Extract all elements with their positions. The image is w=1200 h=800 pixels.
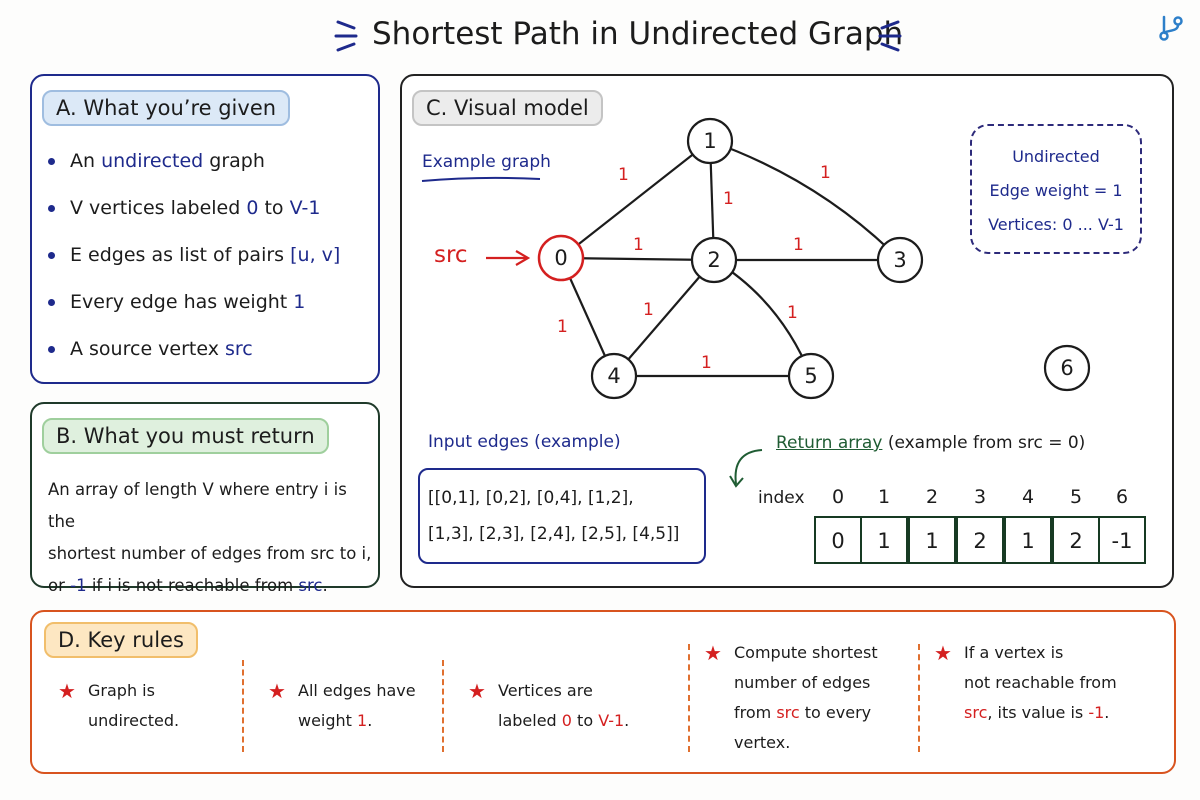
src-label: src xyxy=(434,242,468,268)
index-row: 0 1 2 3 4 5 6 xyxy=(814,486,1150,510)
rule-vertices: ★ Vertices are labeled 0 to V-1. xyxy=(468,676,678,738)
weight-0-1: 1 xyxy=(618,165,629,185)
section-c-heading: C. Visual model xyxy=(412,90,603,126)
node-6: 6 xyxy=(1043,344,1091,392)
index-cell: 0 xyxy=(831,486,845,508)
info-vertices: Vertices: 0 ... V-1 xyxy=(988,215,1124,234)
weight-2-3: 1 xyxy=(793,235,804,255)
graph-nodes: 0 1 2 3 4 5 6 xyxy=(537,117,1091,400)
bullet-dot-icon xyxy=(48,205,55,212)
given-item: An undirected graph xyxy=(48,146,340,193)
rule-separator xyxy=(242,660,244,752)
rule-unreachable: ★ If a vertex is not reachable from src,… xyxy=(934,638,1170,732)
star-icon: ★ xyxy=(468,679,486,703)
title-decoration-left xyxy=(334,20,358,52)
node-2: 2 xyxy=(690,236,738,284)
given-list: An undirected graph V vertices labeled 0… xyxy=(48,146,340,381)
example-graph-underline xyxy=(421,176,541,182)
index-cell: 3 xyxy=(973,486,987,508)
index-cell: 6 xyxy=(1115,486,1129,508)
bullet-dot-icon xyxy=(48,299,55,306)
weight-0-2: 1 xyxy=(633,235,644,255)
bullet-dot-icon xyxy=(48,252,55,259)
info-box xyxy=(970,124,1142,254)
bullet-dot-icon xyxy=(48,346,55,353)
array-cell: 1 xyxy=(908,516,956,564)
rule-undirected: ★ Graph is undirected. xyxy=(58,676,228,738)
index-cell: 5 xyxy=(1069,486,1083,508)
node-1: 1 xyxy=(686,117,734,165)
given-item: E edges as list of pairs [u, v] xyxy=(48,240,340,287)
section-d-panel xyxy=(30,610,1176,774)
node-0: 0 xyxy=(537,234,585,282)
input-edges-label: Input edges (example) xyxy=(428,432,621,452)
section-a-heading: A. What you’re given xyxy=(42,90,291,126)
git-branch-icon xyxy=(1159,15,1183,41)
section-d-heading: D. Key rules xyxy=(44,622,198,658)
index-cell: 1 xyxy=(877,486,891,508)
weight-2-5: 1 xyxy=(787,303,798,323)
svg-text:5: 5 xyxy=(804,364,817,388)
info-edge-weight: Edge weight = 1 xyxy=(989,181,1123,200)
rule-separator xyxy=(688,644,690,752)
example-graph-label: Example graph xyxy=(422,152,551,172)
info-text: Undirected Edge weight = 1 Vertices: 0 .… xyxy=(970,140,1142,242)
star-icon: ★ xyxy=(704,641,722,665)
edge-0-1 xyxy=(560,140,711,259)
array-cell: 2 xyxy=(1052,516,1100,564)
index-cell: 2 xyxy=(925,486,939,508)
array-cell: 1 xyxy=(1004,516,1052,564)
weight-2-4: 1 xyxy=(643,300,654,320)
rule-compute: ★ Compute shortest number of edges from … xyxy=(704,638,914,762)
rule-separator xyxy=(442,660,444,752)
edge-weights: 1 1 1 1 1 1 1 1 1 xyxy=(557,163,831,373)
weight-1-3: 1 xyxy=(820,163,831,183)
input-edges-box xyxy=(418,468,706,564)
info-undirected: Undirected xyxy=(1012,147,1100,166)
weight-1-2: 1 xyxy=(723,189,734,209)
weight-4-5: 1 xyxy=(701,353,712,373)
src-arrow xyxy=(486,250,531,266)
svg-text:0: 0 xyxy=(554,246,567,270)
array-cell: -1 xyxy=(1098,516,1146,564)
bullet-dot-icon xyxy=(48,158,55,165)
page-title: Shortest Path in Undirected Graph xyxy=(372,16,904,52)
weight-0-4: 1 xyxy=(557,317,568,337)
svg-text:3: 3 xyxy=(893,248,906,272)
section-b-heading: B. What you must return xyxy=(42,418,329,454)
example-graph: 1 1 1 1 1 1 1 1 1 0 1 2 3 4 5 6 xyxy=(486,117,1091,400)
array-cell: 1 xyxy=(860,516,908,564)
return-array-label: Return array (example from src = 0) xyxy=(776,433,1086,453)
array-cell: 0 xyxy=(814,516,862,564)
input-edges-text: [[0,1], [0,2], [0,4], [1,2], [1,3], [2,3… xyxy=(428,488,680,544)
svg-text:6: 6 xyxy=(1060,356,1073,380)
node-5: 5 xyxy=(787,352,835,400)
star-icon: ★ xyxy=(58,679,76,703)
svg-text:1: 1 xyxy=(703,129,716,153)
index-label: index xyxy=(758,488,805,508)
given-item: V vertices labeled 0 to V-1 xyxy=(48,193,340,240)
edge-1-3 xyxy=(709,139,901,261)
return-array: 0 1 1 2 1 2 -1 xyxy=(814,516,1150,566)
given-item: Every edge has weight 1 xyxy=(48,287,340,334)
array-cell: 2 xyxy=(956,516,1004,564)
curved-arrow-icon xyxy=(729,449,763,488)
title-decoration-right xyxy=(878,20,902,52)
edge-2-4 xyxy=(613,259,715,377)
node-3: 3 xyxy=(876,236,924,284)
star-icon: ★ xyxy=(934,641,952,665)
svg-text:2: 2 xyxy=(707,248,720,272)
return-description: An array of length V where entry i is th… xyxy=(48,480,372,595)
rule-weight: ★ All edges have weight 1. xyxy=(268,676,438,738)
given-item: A source vertex src xyxy=(48,334,340,381)
star-icon: ★ xyxy=(268,679,286,703)
rule-separator xyxy=(918,644,920,752)
index-cell: 4 xyxy=(1021,486,1035,508)
svg-text:4: 4 xyxy=(607,364,620,388)
node-4: 4 xyxy=(590,352,638,400)
edge-0-2 xyxy=(560,256,715,262)
